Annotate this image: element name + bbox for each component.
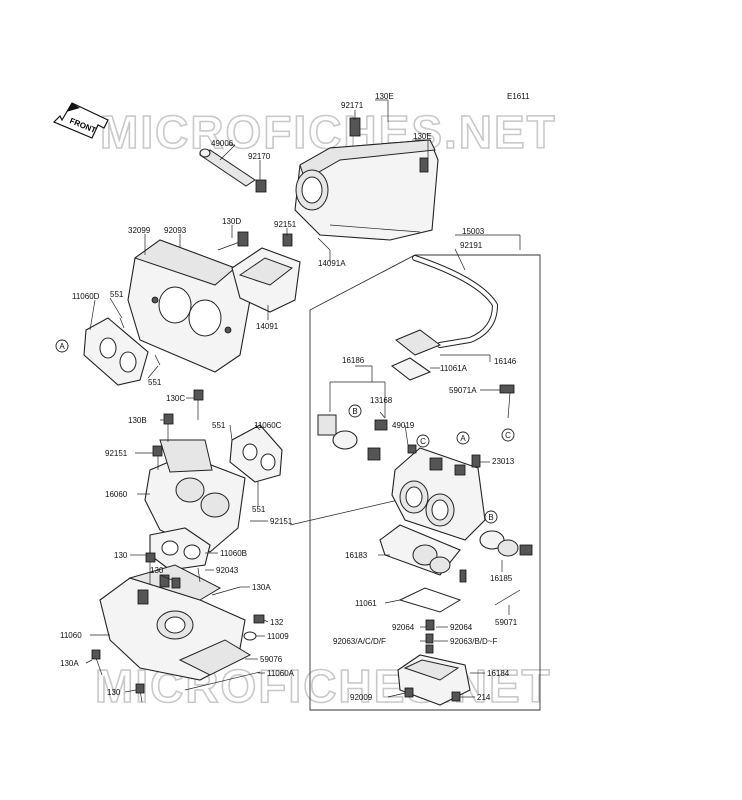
label-92151-top: 92151 <box>274 220 297 229</box>
label-92009: 92009 <box>350 693 373 702</box>
label-132: 132 <box>270 618 284 627</box>
callout-b-left-text: B <box>352 407 357 416</box>
label-11060B: 11060B <box>220 549 247 558</box>
label-551-d: 551 <box>252 505 266 514</box>
label-16183: 16183 <box>345 551 368 560</box>
callout-c-mid-text: C <box>420 437 426 446</box>
manifold-16060 <box>144 439 246 553</box>
label-11061A: 11061A <box>440 364 468 373</box>
label-49019: 49019 <box>392 421 415 430</box>
callout-a-left <box>55 339 69 353</box>
callout-c-right-text: C <box>505 431 511 440</box>
label-16060: 16060 <box>105 490 128 499</box>
label-92151-low: 92151 <box>270 517 293 526</box>
label-14091: 14091 <box>256 322 279 331</box>
label-59071: 59071 <box>495 618 518 627</box>
label-14091A: 14091A <box>318 259 346 268</box>
callout-a-left-text: A <box>59 342 65 351</box>
callout-b-left <box>348 404 362 418</box>
gasket-11060B <box>149 527 211 571</box>
gasket-11061 <box>398 587 462 613</box>
label-16184: 16184 <box>487 669 510 678</box>
label-130-c: 130 <box>107 688 121 697</box>
label-214: 214 <box>477 693 491 702</box>
screen-16183 <box>379 524 467 583</box>
link-59071 <box>494 589 521 606</box>
label-130E-top: 130E <box>375 92 394 101</box>
callout-a-right <box>456 431 470 445</box>
label-32099: 32099 <box>128 226 151 235</box>
label-551-a: 551 <box>110 290 124 299</box>
label-92064-a: 92064 <box>392 623 415 632</box>
label-130A-right: 130A <box>252 583 271 592</box>
label-11060C: 11060C <box>254 421 282 430</box>
label-11009: 11009 <box>267 632 289 641</box>
label-130-a: 130 <box>114 551 128 560</box>
label-130D: 130D <box>222 217 241 226</box>
label-92171: 92171 <box>341 101 364 110</box>
label-130A-left: 130A <box>60 659 79 668</box>
label-551-c: 551 <box>212 421 226 430</box>
callout-c-mid <box>416 434 430 448</box>
gasket-11060C <box>229 424 283 483</box>
callout-a-right-text: A <box>460 434 466 443</box>
label-11061: 11061 <box>355 599 377 608</box>
plate-59076 <box>178 639 252 676</box>
screw-23013 <box>471 454 481 468</box>
label-551-b: 551 <box>148 378 162 387</box>
gasket-11060D <box>83 317 149 386</box>
label-11060D: 11060D <box>72 292 100 301</box>
label-92093: 92093 <box>164 226 187 235</box>
label-11060A: 11060A <box>267 669 295 678</box>
screw-214 <box>451 691 461 702</box>
label-92151-mid: 92151 <box>105 449 128 458</box>
callout-b-right <box>484 510 498 524</box>
diagram-code: E1611 <box>507 92 530 101</box>
diaphragm-16185 <box>479 530 533 557</box>
label-16186: 16186 <box>342 356 365 365</box>
tube-49006 <box>199 148 256 187</box>
label-130C: 130C <box>166 394 185 403</box>
label-59071A: 59071A <box>449 386 477 395</box>
cover-32099 <box>127 239 251 373</box>
plate-16146 <box>395 329 442 356</box>
label-92043: 92043 <box>216 566 239 575</box>
air-box-14091A <box>294 117 439 241</box>
label-49006: 49006 <box>211 139 234 148</box>
leader-lines <box>85 99 521 698</box>
pump-16186 <box>317 414 388 461</box>
carburetor-body <box>391 444 486 541</box>
label-13168: 13168 <box>370 396 393 405</box>
label-59076: 59076 <box>260 655 283 664</box>
jet-92064 <box>425 619 435 631</box>
gasket-11061A <box>390 357 432 381</box>
label-92191: 92191 <box>460 241 483 250</box>
clamp-92170 <box>255 179 267 193</box>
label-92063-left: 92063/A/C/D/F <box>333 637 386 646</box>
frame-15003 <box>309 254 541 711</box>
label-130-b: 130 <box>150 566 164 575</box>
label-130E-right: 130E <box>413 132 432 141</box>
bracket-14091 <box>231 233 301 313</box>
label-11060: 11060 <box>60 631 82 640</box>
bolt-130D <box>217 231 249 251</box>
oring-11009 <box>243 631 257 641</box>
label-15003: 15003 <box>462 227 485 236</box>
front-arrow-icon: FRONT <box>52 102 109 139</box>
label-23013: 23013 <box>492 457 515 466</box>
screw-92009 <box>404 687 414 698</box>
label-92170: 92170 <box>248 152 271 161</box>
label-16146: 16146 <box>494 357 517 366</box>
fitting-59071A <box>499 384 515 419</box>
label-92063-right: 92063/B/D~F <box>450 637 497 646</box>
callout-b-right-text: B <box>488 513 493 522</box>
callout-c-right <box>501 428 515 442</box>
plug-132 <box>253 614 265 624</box>
label-92064-b: 92064 <box>450 623 473 632</box>
label-16185: 16185 <box>490 574 513 583</box>
label-130B: 130B <box>128 416 147 425</box>
